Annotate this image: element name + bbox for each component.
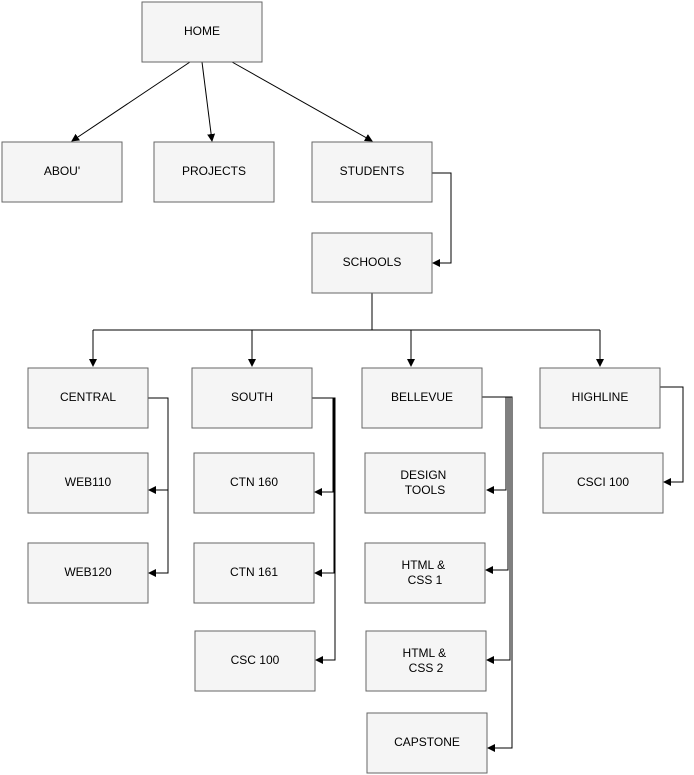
edges: [71, 61, 684, 752]
node-bellevue-label: BELLEVUE: [391, 390, 453, 404]
edge-home-about: [71, 61, 191, 142]
node-csc100-label: CSC 100: [231, 653, 280, 667]
node-schools[interactable]: SCHOOLS: [311, 232, 433, 294]
node-students[interactable]: STUDENTS: [311, 141, 433, 203]
node-csci100-box: [542, 452, 664, 514]
node-capstone[interactable]: CAPSTONE: [366, 712, 488, 774]
node-html-css-1-label: HTML & CSS 1: [402, 558, 449, 587]
node-ctn161-label: CTN 161: [230, 565, 278, 579]
node-html-css-2-label-line2: CSS 2: [409, 661, 444, 675]
node-bellevue[interactable]: BELLEVUE: [361, 367, 483, 429]
node-ctn160-label: CTN 160: [230, 475, 278, 489]
node-schools-label: SCHOOLS: [343, 255, 402, 269]
edge-highline-csci100: [660, 386, 684, 486]
node-design-tools-box: [364, 452, 486, 514]
node-south-box: [191, 367, 313, 429]
node-highline-label: HIGHLINE: [572, 390, 629, 404]
node-html-css-2-label-line1: HTML &: [403, 646, 447, 660]
edge-bellevue-capstone: [482, 396, 513, 752]
node-web120-label: WEB120: [64, 565, 112, 579]
node-south[interactable]: SOUTH: [191, 367, 313, 429]
edge-bellevue-design-tools: [482, 396, 507, 494]
node-capstone-box: [366, 712, 488, 774]
node-capstone-label: CAPSTONE: [394, 735, 460, 749]
node-design-tools-label: DESIGN TOOLS: [400, 468, 449, 497]
node-web110-box: [27, 452, 149, 514]
node-bellevue-box: [361, 367, 483, 429]
nodes: HOME ABOU' PROJECTS STUDENTS SCHOOLS CEN…: [1, 1, 664, 774]
node-csc100[interactable]: CSC 100: [194, 630, 316, 692]
edge-bellevue-html-css-1: [482, 396, 509, 574]
node-central-label: CENTRAL: [60, 390, 116, 404]
node-ctn160[interactable]: CTN 160: [193, 452, 315, 514]
node-html-css-2-box: [365, 630, 487, 692]
edge-students-schools: [432, 172, 452, 267]
edge-home-projects: [201, 61, 216, 142]
node-csci100[interactable]: CSCI 100: [542, 452, 664, 514]
node-central-box: [27, 367, 149, 429]
node-ctn161-box: [193, 542, 315, 604]
node-projects[interactable]: PROJECTS: [153, 141, 275, 203]
node-home-label: HOME: [184, 24, 220, 38]
node-csci100-label: CSCI 100: [577, 475, 629, 489]
node-web110[interactable]: WEB110: [27, 452, 149, 514]
node-highline-box: [539, 367, 661, 429]
node-central[interactable]: CENTRAL: [27, 367, 149, 429]
node-html-css-2[interactable]: HTML & CSS 2: [365, 630, 487, 692]
node-web120-box: [27, 542, 149, 604]
edge-south-ctn160: [312, 397, 334, 496]
node-projects-label: PROJECTS: [182, 164, 246, 178]
node-students-label: STUDENTS: [340, 164, 405, 178]
node-html-css-1[interactable]: HTML & CSS 1: [364, 542, 486, 604]
edge-south-ctn161: [312, 397, 335, 577]
edge-central-web120: [148, 397, 169, 577]
node-html-css-1-label-line1: HTML &: [402, 558, 446, 572]
edge-south-csc100: [312, 397, 336, 664]
node-projects-box: [153, 141, 275, 203]
node-about[interactable]: ABOU': [1, 141, 123, 203]
node-home-box: [141, 1, 263, 63]
node-csc100-box: [194, 630, 316, 692]
node-about-box: [1, 141, 123, 203]
node-html-css-1-label-line2: CSS 1: [408, 573, 443, 587]
node-web120[interactable]: WEB120: [27, 542, 149, 604]
node-html-css-2-label: HTML & CSS 2: [403, 646, 450, 675]
node-ctn160-box: [193, 452, 315, 514]
node-south-label: SOUTH: [231, 390, 273, 404]
node-students-box: [311, 141, 433, 203]
edge-central-web110: [148, 397, 169, 494]
node-highline[interactable]: HIGHLINE: [539, 367, 661, 429]
node-ctn161[interactable]: CTN 161: [193, 542, 315, 604]
node-home[interactable]: HOME: [141, 1, 263, 63]
edge-home-students: [231, 61, 373, 142]
node-design-tools-label-line2: TOOLS: [405, 483, 445, 497]
node-design-tools[interactable]: DESIGN TOOLS: [364, 452, 486, 514]
node-schools-box: [311, 232, 433, 294]
node-html-css-1-box: [364, 542, 486, 604]
node-web110-label: WEB110: [65, 475, 112, 489]
node-design-tools-label-line1: DESIGN: [400, 468, 446, 482]
node-about-label: ABOU': [44, 164, 80, 178]
